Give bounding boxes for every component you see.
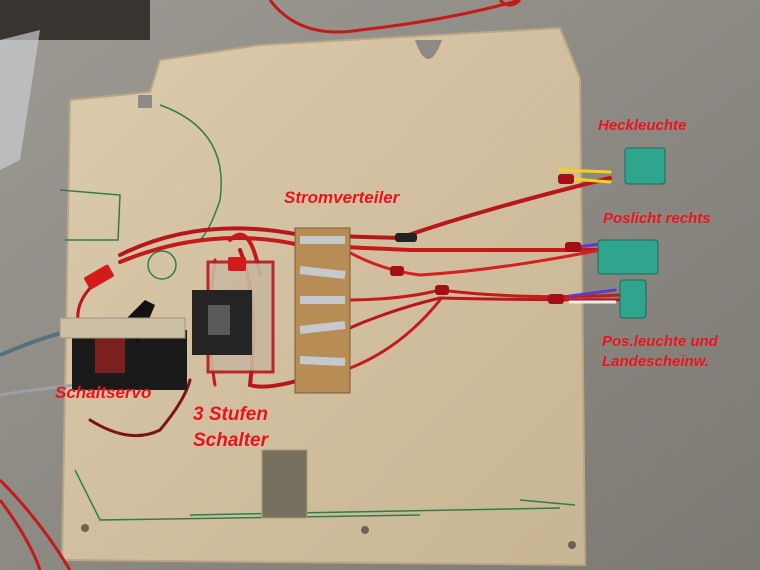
screws bbox=[81, 524, 576, 549]
label-schaltservo: Schaltservo bbox=[55, 383, 152, 402]
label-poslicht-rechts: Poslicht rechts bbox=[603, 210, 711, 227]
label-posleuchte-line2: Landescheinw. bbox=[602, 353, 709, 370]
dark-object-top-left bbox=[0, 0, 150, 40]
label-schalter-line2: Schalter bbox=[193, 430, 268, 451]
board-cutout bbox=[261, 449, 308, 519]
label-stromverteiler: Stromverteiler bbox=[284, 188, 400, 207]
label-heckleuchte: Heckleuchte bbox=[598, 117, 687, 134]
grey-cable-2 bbox=[0, 383, 76, 397]
label-schalter-line1: 3 Stufen bbox=[193, 404, 268, 425]
servo-unit bbox=[59, 300, 187, 390]
plastic-sheet bbox=[0, 30, 40, 170]
mpx-connectors bbox=[597, 147, 666, 319]
board-notch-left bbox=[138, 95, 152, 108]
label-posleuchte-line1: Pos.leuchte und bbox=[602, 333, 718, 350]
red-connectors bbox=[84, 257, 246, 290]
pencil-marks bbox=[59, 104, 576, 521]
wires-offboard bbox=[0, 0, 522, 570]
black-shrink bbox=[395, 233, 417, 242]
power-distributor bbox=[294, 227, 351, 394]
heat-shrink bbox=[390, 174, 581, 304]
board-notch bbox=[415, 40, 442, 59]
switch-housing bbox=[192, 260, 275, 374]
